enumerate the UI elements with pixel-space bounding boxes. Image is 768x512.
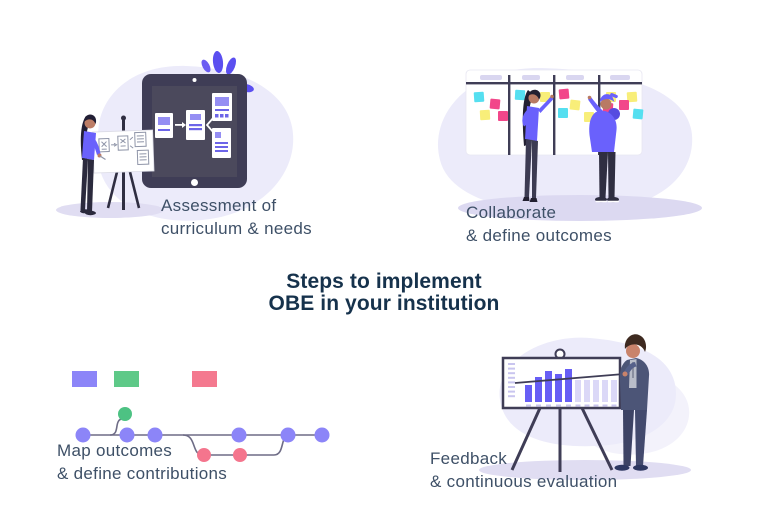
label-line: & define contributions [57, 464, 228, 483]
legend-swatch-green [114, 371, 139, 387]
legend-swatch-pink [192, 371, 217, 387]
title-line-2: OBE in your institution [268, 291, 500, 315]
ground-shadow [458, 195, 702, 221]
presenter-man-icon [614, 334, 650, 471]
collaborator-woman-icon [522, 89, 554, 202]
plant-decoration-icon [201, 51, 254, 93]
title-line-1: Steps to implement [286, 270, 482, 293]
legend-swatch-purple [72, 371, 97, 387]
tablet-icon [142, 74, 247, 188]
label-line: & continuous evaluation [430, 472, 618, 491]
label-line: Feedback [430, 449, 508, 468]
label-feedback: Feedback & continuous evaluation [430, 447, 617, 493]
map-outcomes-diagram [72, 371, 330, 462]
map-legend [72, 371, 217, 387]
collaborator-man-icon [587, 93, 620, 203]
label-line: curriculum & needs [161, 219, 312, 238]
label-assessment: Assessment of curriculum & needs [161, 194, 312, 240]
easel-icon [510, 407, 614, 472]
page-title: Steps to implement OBE in your instituti… [0, 271, 768, 314]
label-line: Collaborate [466, 203, 557, 222]
flowchart-on-screen-icon [155, 93, 232, 158]
bar-chart-icon [508, 363, 617, 407]
label-collaborate: Collaborate & define outcomes [466, 201, 612, 247]
label-map-outcomes: Map outcomes & define contributions [57, 439, 227, 485]
feedback-illustration [479, 334, 691, 480]
easel-icon [106, 115, 141, 210]
label-line: Assessment of [161, 196, 277, 215]
label-line: Map outcomes [57, 441, 173, 460]
tablet-home-button [191, 179, 198, 186]
pointer-stick-icon [514, 373, 625, 384]
collaborate-illustration [437, 67, 702, 221]
assessment-illustration [56, 51, 294, 221]
sticky-notes-icon [473, 88, 644, 122]
label-line: & define outcomes [466, 226, 612, 245]
sketch-board-icon [92, 129, 155, 174]
tablet-camera-dot [192, 78, 197, 82]
presenter-woman-icon [80, 114, 106, 216]
track-nodes [75, 407, 330, 462]
